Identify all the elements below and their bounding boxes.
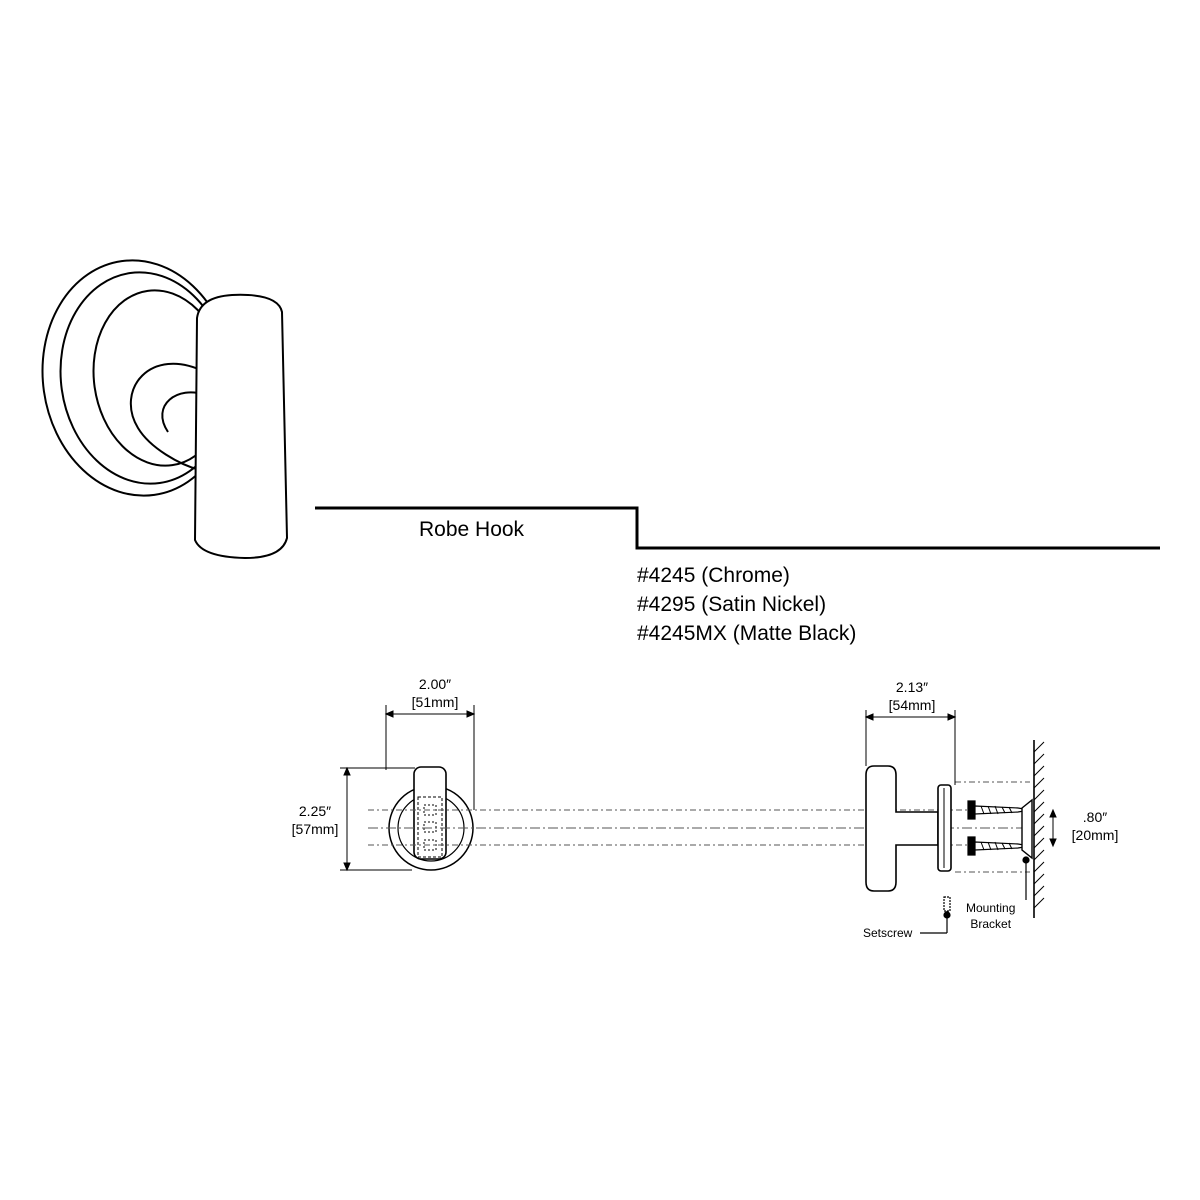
mounting-bracket-callout [1022,856,1030,900]
screw-bottom [967,836,1031,856]
hook-stem [129,362,206,471]
side-depth-arrow-right [947,713,957,721]
setscrew-label: Setscrew [863,926,913,940]
mounting-bracket-plate [1021,798,1033,860]
front-hook-body [413,766,447,860]
mounting-bracket-label-line2: Bracket [970,917,1012,931]
mounting-screws [967,800,1031,856]
front-height-arrow-bottom [343,862,351,872]
mounting-bracket-label-line1: Mounting [966,901,1016,915]
mounting-bracket-label: Mounting Bracket [966,900,1015,932]
sku-matte-black: #4245MX (Matte Black) [637,622,857,645]
hook-body [193,293,289,560]
screw-spacing-dimension [1049,808,1057,848]
screw-spacing-arrow-bottom [1049,838,1057,848]
side-depth-inches: 2.13″ [895,679,929,695]
sku-satin-nickel: #4295 (Satin Nickel) [637,593,827,616]
screw-top [967,800,1031,820]
front-height-label: 2.25″ [57mm] [280,802,350,838]
front-width-mm: [51mm] [411,694,459,710]
front-height-inches: 2.25″ [298,803,332,819]
front-dimensions [340,705,476,872]
front-view [388,766,474,871]
front-width-inches: 2.00″ [418,676,452,692]
screw-spacing-arrow-top [1049,808,1057,818]
title-rule [315,506,1160,550]
screw-spacing-label: .80″ [20mm] [1060,808,1130,844]
screw-spacing-inches: .80″ [1082,809,1108,825]
product-illustration [41,259,289,560]
front-height-arrow-top [343,766,351,776]
side-view [865,765,952,892]
setscrew-callout [920,896,951,934]
side-hook-profile [865,765,939,892]
front-width-label: 2.00″ [51mm] [397,675,473,711]
sku-chrome: #4245 (Chrome) [637,564,790,587]
front-width-arrow-right [466,710,476,718]
side-depth-label: 2.13″ [54mm] [874,678,950,714]
front-hook-hidden-channel [417,796,443,858]
sku-list: #4245 (Chrome) #4295 (Satin Nickel) #424… [637,561,856,648]
front-height-mm: [57mm] [291,821,339,837]
setscrew-part [943,896,951,912]
screw-spacing-mm: [20mm] [1071,827,1119,843]
front-width-arrow-left [384,710,394,718]
wall-hatching [1033,741,1045,909]
side-depth-arrow-left [864,713,874,721]
side-dimensions [864,710,957,785]
product-name: Robe Hook [419,518,525,541]
front-hidden-screws [423,804,437,851]
side-depth-mm: [54mm] [888,697,936,713]
mounting-bracket-assembly [1021,740,1045,918]
